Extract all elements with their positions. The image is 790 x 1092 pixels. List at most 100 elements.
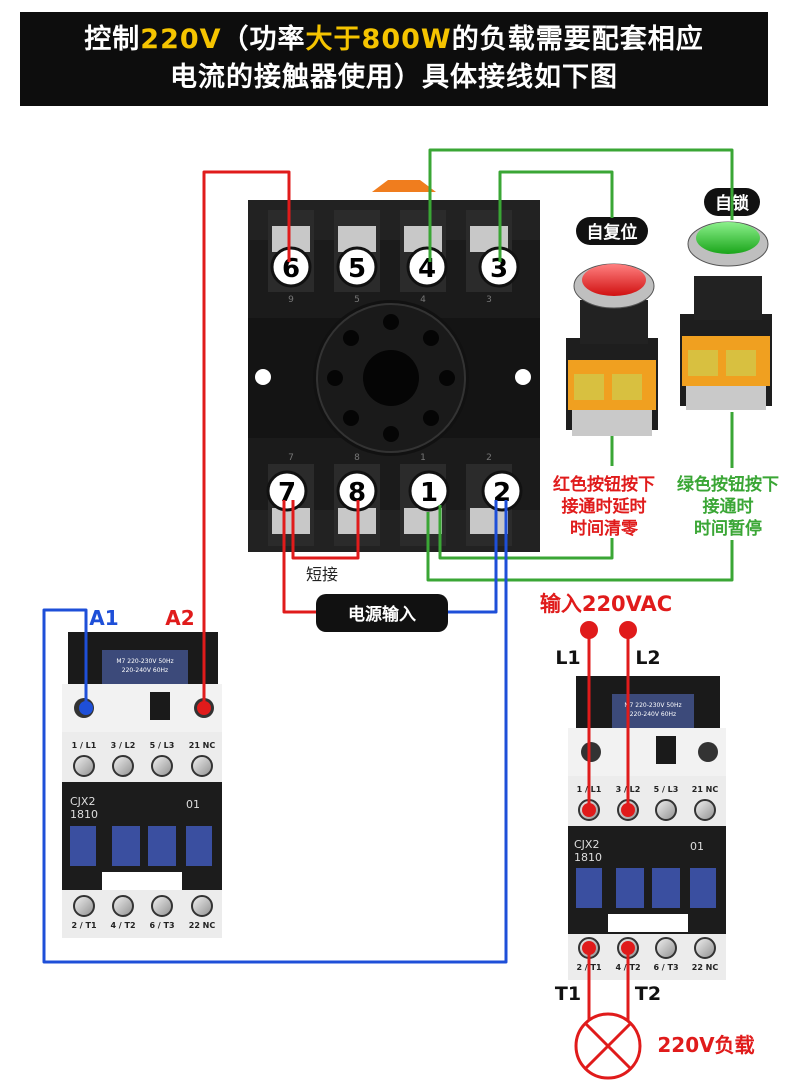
rating-text: M7 220-230V 50Hz [624, 702, 681, 709]
title-line-2: 电流的接触器使用）具体接线如下图 [170, 62, 618, 93]
l2-label: L2 [635, 647, 660, 669]
green-desc-line: 绿色按钮按下 [677, 474, 779, 495]
term-label: 3 / L2 [111, 741, 136, 750]
t1-contact-dot [582, 941, 596, 955]
red-button-tag-text: 自复位 [587, 222, 638, 243]
title-highlight: 大于 [305, 24, 362, 55]
load-lamp-icon [574, 1012, 642, 1080]
orange-latch [372, 180, 436, 192]
model-text: 1810 [70, 808, 98, 821]
model-text: 1810 [574, 851, 602, 864]
code-text: 01 [186, 798, 200, 811]
term-label: 2 / T1 [71, 921, 97, 930]
small-num: 3 [486, 295, 492, 305]
l1-contact-dot [582, 803, 596, 817]
l2-contact-dot [621, 803, 635, 817]
terminal-2: 2 [481, 470, 523, 512]
t2-label: T2 [635, 983, 661, 1005]
l1-dot [580, 621, 598, 639]
model-text: CJX2 [574, 838, 599, 851]
term-label: 6 / T3 [653, 963, 678, 972]
octal-socket [313, 300, 469, 456]
term-label: 22 NC [692, 963, 719, 972]
term-label: 22 NC [189, 921, 216, 930]
load-label: 220V负载 [657, 1033, 754, 1057]
short-label: 短接 [306, 565, 338, 584]
t2-contact-dot [621, 941, 635, 955]
title-highlight: 800W [361, 24, 452, 55]
terminal-number: 6 [282, 254, 300, 284]
red-desc-line: 接通时延时 [562, 496, 647, 517]
green-desc-line: 接通时 [703, 496, 754, 517]
rating-text: M7 220-230V 50Hz [116, 658, 173, 665]
term-label: 6 / T3 [149, 921, 174, 930]
rating-text: 220-240V 60Hz [122, 667, 168, 674]
bottom-terminal-screws: 7 8 1 2 [266, 470, 523, 512]
title-line-1: 控制220V（功率大于800W的负载需要配套相应 [84, 21, 703, 59]
blue-wire-a1 [42, 500, 508, 964]
terminal-7: 7 [266, 470, 308, 512]
input-220-label: 输入220VAC [540, 592, 672, 616]
a1-contact-dot [79, 701, 93, 715]
term-label: 21 NC [189, 741, 216, 750]
l1-label: L1 [555, 647, 580, 669]
term-label: 5 / L3 [150, 741, 175, 750]
a2-label: A2 [165, 606, 194, 630]
rating-text: 220-240V 60Hz [630, 711, 676, 718]
terminal-6: 6 [270, 246, 312, 288]
terminal-4: 4 [406, 246, 448, 288]
term-label: 4 / T2 [110, 921, 135, 930]
power-input-text: 电源输入 [348, 604, 416, 625]
red-button-desc: 红色按钮按下 接通时延时 时间清零 [553, 474, 655, 539]
red-wire-power-7 [282, 500, 318, 614]
relay-socket-base: 9 5 4 3 7 8 1 2 6 5 4 3 [248, 180, 540, 552]
red-reset-button [566, 263, 658, 436]
terminal-number: 4 [418, 254, 436, 284]
small-num: 4 [420, 295, 426, 305]
small-num: 8 [354, 453, 360, 463]
mount-hole [515, 369, 531, 385]
terminal-number: 5 [348, 254, 366, 284]
red-button-tag: 自复位 [576, 217, 648, 245]
code-text: 01 [690, 840, 704, 853]
small-num: 1 [420, 453, 426, 463]
contactor-left: M7 220-230V 50Hz 220-240V 60Hz 1 / L1 3 … [62, 632, 222, 938]
l2-dot [619, 621, 637, 639]
title-banner: 控制220V（功率大于800W的负载需要配套相应 电流的接触器使用）具体接线如下… [20, 12, 768, 106]
t1-label: T1 [555, 983, 581, 1005]
green-wire-top-3 [498, 170, 614, 262]
small-num: 9 [288, 295, 294, 305]
blue-wire-power-2 [448, 500, 498, 614]
contactor-right: M7 220-230V 50Hz 220-240V 60Hz 1 / L1 3 … [568, 676, 726, 980]
small-num: 5 [354, 295, 360, 305]
terminal-number: 8 [348, 478, 366, 508]
power-input-label: 电源输入 [316, 594, 448, 632]
green-wire-green-btn-bottom [426, 512, 734, 582]
terminal-1: 1 [408, 470, 450, 512]
term-label: 1 / L1 [72, 741, 97, 750]
mount-hole [255, 369, 271, 385]
term-label: 5 / L3 [654, 785, 679, 794]
green-latch-button [680, 221, 772, 410]
a1-label: A1 [89, 606, 118, 630]
green-wire-red-btn-bottom [438, 505, 614, 560]
title-highlight: 220V [140, 24, 222, 55]
small-num: 2 [486, 453, 492, 463]
terminal-5: 5 [336, 246, 378, 288]
red-wire-terminal-6-to-a2 [202, 170, 291, 705]
term-label: 21 NC [692, 785, 719, 794]
red-desc-line: 时间清零 [570, 518, 639, 539]
red-desc-line: 红色按钮按下 [553, 474, 655, 495]
terminal-number: 1 [420, 478, 438, 508]
small-num: 7 [288, 453, 294, 463]
title-part: 的负载需要配套相应 [451, 24, 704, 55]
title-part: 控制 [84, 24, 141, 55]
model-text: CJX2 [70, 795, 95, 808]
green-wire-top-4 [428, 148, 734, 262]
green-button-desc: 绿色按钮按下 接通时 时间暂停 [677, 474, 779, 539]
a2-contact-dot [197, 701, 211, 715]
green-desc-line: 时间暂停 [694, 518, 762, 539]
red-wire-short [291, 500, 360, 560]
terminal-number: 3 [490, 254, 508, 284]
